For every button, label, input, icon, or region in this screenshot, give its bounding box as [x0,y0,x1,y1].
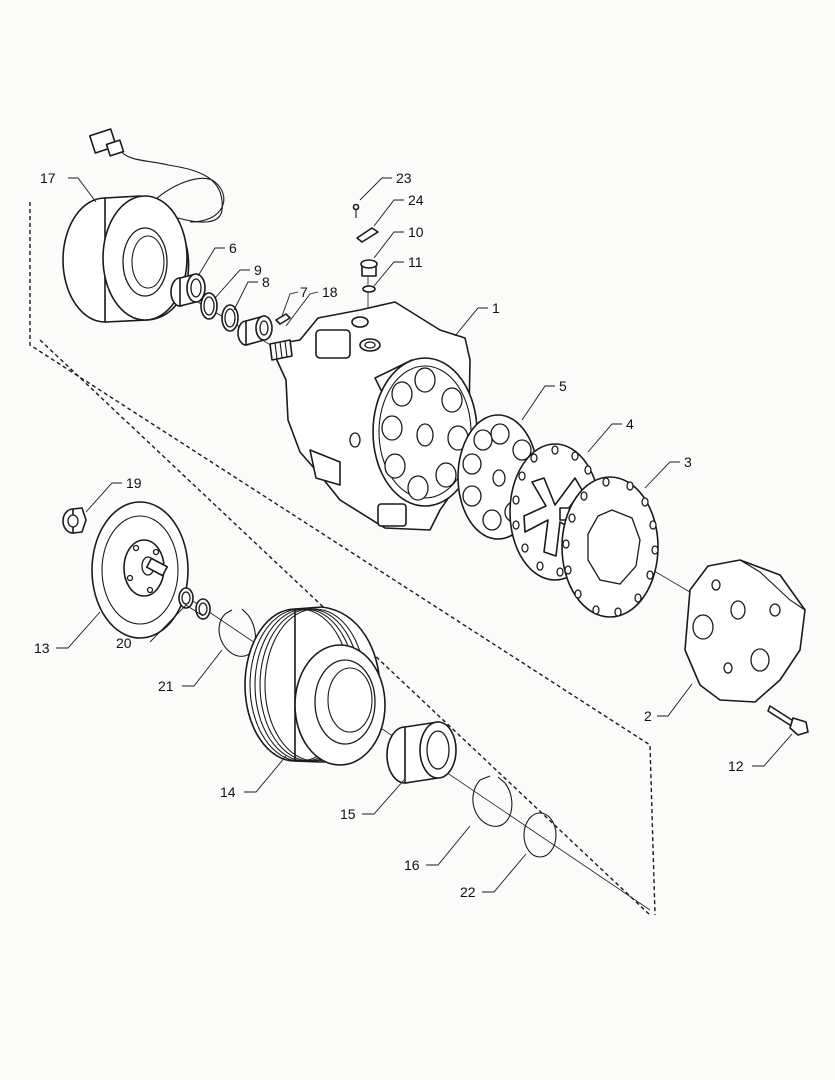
callout-4: 4 [626,416,634,432]
callout-21: 21 [158,678,174,694]
top-fittings [352,203,379,293]
clutch-coil [62,128,225,323]
callout-6: 6 [229,240,237,256]
pulley-bearing [386,721,457,784]
snap-ring-21 [218,608,256,657]
clutch-hub-plate [91,501,189,639]
compressor-body [269,301,478,531]
callout-1: 1 [492,300,500,316]
callout-13: 13 [34,640,50,656]
assembly-boundary [29,202,656,916]
callout-8: 8 [262,274,270,290]
snap-ring-16 [472,775,513,827]
pulley [244,606,386,766]
callout-3: 3 [684,454,692,470]
through-bolt [767,705,809,736]
bearing-sleeve [170,273,206,307]
callout-15: 15 [340,806,356,822]
callout-12: 12 [728,758,744,774]
callout-22: 22 [460,884,476,900]
hub-shims [178,587,211,620]
callout-7: 7 [300,284,308,300]
callout-9: 9 [254,262,262,278]
callout-24: 24 [408,192,424,208]
callout-14: 14 [220,784,236,800]
callout-11: 11 [408,254,423,270]
head-gasket [561,476,659,618]
shaft-seal [237,315,273,346]
shim-rings [200,292,239,332]
callout-2: 2 [644,708,652,724]
callout-23: 23 [396,170,412,186]
callout-18: 18 [322,284,338,300]
callout-17: 17 [40,170,56,186]
leader-lines [56,177,793,893]
callout-20: 20 [116,635,132,651]
callout-labels: 17 23 24 10 11 6 9 8 7 18 1 5 4 3 19 13 … [34,170,744,900]
compressor-head-holes [381,367,469,501]
woodruff-key [275,313,291,325]
callout-19: 19 [126,475,142,491]
shaft-nut [62,507,87,534]
rear-head [684,559,806,703]
callout-16: 16 [404,857,420,873]
callout-10: 10 [408,224,424,240]
callout-5: 5 [559,378,567,394]
snap-ring-22 [523,812,557,858]
